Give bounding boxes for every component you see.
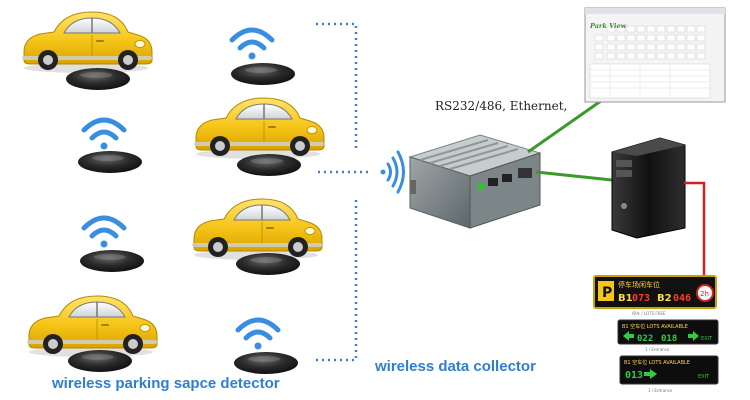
sign1-b1-label: B1 — [618, 293, 633, 304]
sensor-under-car-4 — [68, 350, 132, 372]
sign2-value-2: 018 — [661, 334, 677, 344]
detector-caption: wireless parking sapce detector — [52, 375, 280, 392]
sensor-under-car-3 — [236, 253, 300, 275]
led-sign-main: P 停车场闲车位 B1 073 B2 046 2h 停车 / LOTS FREE — [593, 275, 717, 316]
software-screen-window: Park View — [584, 7, 726, 103]
wifi-icon — [84, 120, 124, 150]
sensor-under-car-1 — [66, 68, 130, 90]
sign1-b2-label: B2 — [657, 293, 672, 304]
wifi-icon — [232, 30, 272, 60]
sign3-sub: 1 / Entrance — [648, 388, 673, 393]
sensor-2 — [78, 151, 142, 173]
sensor-1 — [231, 63, 295, 85]
led-sign-entrance-2: B1 空车位 LOTS AVAILABLE 013 EXIT 1 / Entra… — [619, 355, 719, 393]
connection-label: RS232/486, Ethernet, — [435, 99, 568, 113]
collector-caption: wireless data collector — [375, 358, 536, 375]
sign2-sub: 1 / Entrance — [645, 347, 670, 352]
sign1-sub: 停车 / LOTS FREE — [632, 310, 666, 316]
sign1-heading: 停车场闲车位 — [618, 280, 660, 289]
ethernet-link-line — [527, 94, 609, 154]
car-middle-right-2 — [191, 198, 323, 261]
sign3-exit: EXIT — [698, 374, 710, 380]
screen-title: Park View — [589, 22, 627, 30]
pc-tower — [611, 137, 686, 239]
car-bottom-left — [26, 295, 158, 358]
sign3-value: 013 — [625, 370, 643, 381]
display-link-line — [684, 181, 706, 284]
wifi-icon — [84, 218, 124, 248]
wifi-signal-icon — [380, 150, 405, 194]
car-middle-right-1 — [193, 97, 325, 160]
sign3-header: B1 空车位 LOTS AVAILABLE — [624, 359, 690, 366]
sensor-4 — [234, 352, 298, 374]
car-top-left — [21, 11, 153, 74]
wifi-icon — [238, 320, 278, 350]
sign2-header: B1 空车位 LOTS AVAILABLE — [622, 323, 688, 330]
sensor-3 — [80, 250, 144, 272]
pc-link-line — [535, 170, 613, 182]
sensor-under-car-2 — [237, 154, 301, 176]
led-sign-entrance-1: B1 空车位 LOTS AVAILABLE 022 018 EXIT 1 / E… — [617, 319, 719, 352]
wireless-link-bracket — [316, 22, 370, 362]
sign2-value: 022 — [637, 334, 653, 344]
data-collector-device — [408, 134, 542, 229]
svg-text:P: P — [602, 285, 612, 301]
sign1-b2-value: 046 — [673, 293, 691, 304]
sign1-b1-value: 073 — [632, 293, 650, 304]
sign2-exit: EXIT — [701, 336, 713, 342]
svg-text:2h: 2h — [700, 290, 709, 298]
